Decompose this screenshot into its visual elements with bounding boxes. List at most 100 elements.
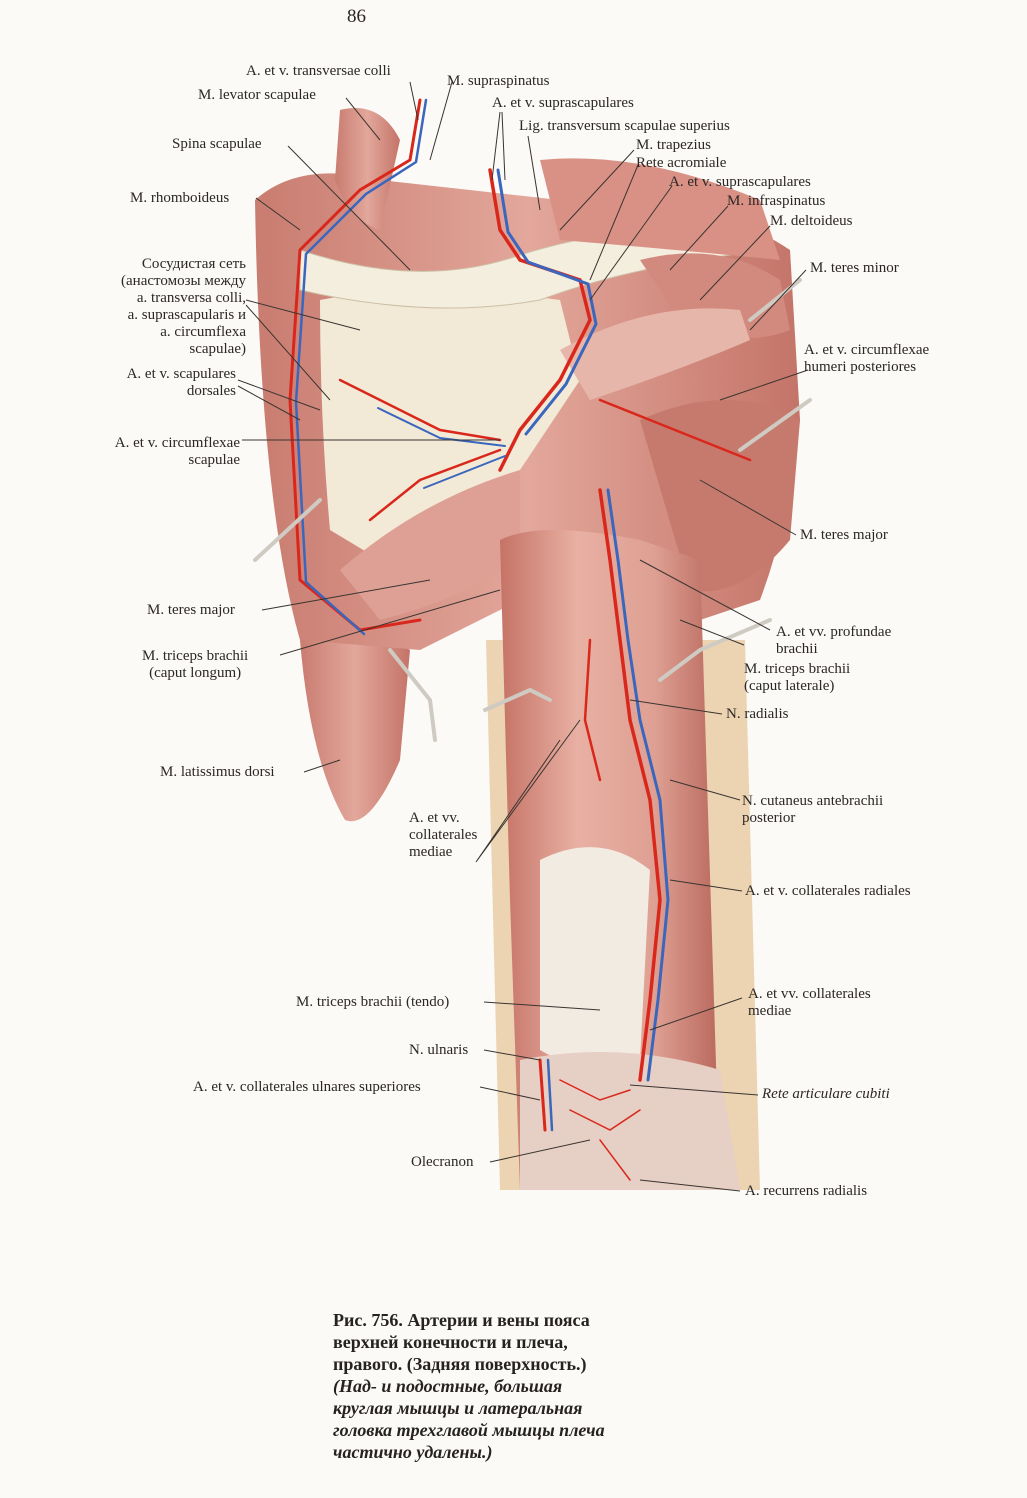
collat-mediae-left-line-3: mediae <box>409 844 453 860</box>
leader-teres-major-right <box>699 479 797 536</box>
leader-olecranon <box>489 1139 591 1163</box>
label-triceps-tendo: M. triceps brachii (tendo) <box>296 994 450 1010</box>
leader-profundae <box>639 559 771 631</box>
label-triceps-laterale: M. triceps brachii (caput laterale) <box>744 661 850 695</box>
triceps-tendon <box>540 847 650 1068</box>
leader-collat-mediae-right <box>649 997 743 1031</box>
label-rhomboideus: M. rhomboideus <box>130 190 230 206</box>
teres-major-muscle-right <box>640 400 800 592</box>
label-teres-minor: M. teres minor <box>810 260 899 276</box>
circumflexae-humeri-line-1: A. et v. circumflexae <box>804 342 930 358</box>
label-suprascapulares-top: A. et v. suprascapulares <box>492 95 634 111</box>
label-suprascapulares-mid: A. et v. suprascapulares <box>669 174 811 190</box>
leader-levator <box>345 97 381 141</box>
leader-rete-articulare <box>629 1084 759 1096</box>
vessel-rete-articulare <box>559 1079 641 1181</box>
triceps-longum-line-1: M. triceps brachii <box>142 648 249 664</box>
label-levator-scapulae: M. levator scapulae <box>198 87 316 103</box>
caption-line-1: Рис. 756. Артерии и вены пояса <box>333 1310 590 1330</box>
leader-lig <box>527 135 541 211</box>
label-transversae-colli: A. et v. transversae colli <box>246 63 391 79</box>
label-trapezius: M. trapezius <box>636 137 711 153</box>
leader-triceps-longum <box>279 589 501 656</box>
leader-tendo <box>483 1001 601 1011</box>
caption-line-2: верхней конечности и плеча, <box>333 1332 568 1352</box>
label-teres-major-left: M. teres major <box>147 602 235 618</box>
leader-deltoideus <box>699 225 771 301</box>
retractor-arm-right <box>658 618 772 682</box>
leader-infraspinatus <box>669 205 729 271</box>
latissimus-dorsi-muscle <box>300 622 410 822</box>
leader-rete-acromiale <box>589 164 639 281</box>
leader-circumflexae-humeri <box>719 369 809 401</box>
leader-latissimus <box>303 759 341 773</box>
vascular-net-line-1: Сосудистая сеть <box>141 256 246 272</box>
vascular-net-line-6: scapulae) <box>189 341 246 357</box>
leader-vascular-net <box>245 299 361 401</box>
vessel-artery-suprascapularis <box>488 168 592 472</box>
vascular-net-line-4: a. suprascapularis и <box>127 307 246 323</box>
label-scapulares-dorsales: A. et v. scapulares dorsales <box>60 366 236 400</box>
trapezius-muscle <box>540 158 780 260</box>
vessel-vein-collateralis-ulnaris <box>546 1058 554 1132</box>
leader-recurrens <box>639 1179 741 1192</box>
vessel-artery-circumflexa-humeri <box>598 398 752 462</box>
vascular-net-line-3: a. transversa colli, <box>136 290 246 306</box>
triceps-laterale-line-1: M. triceps brachii <box>744 661 851 677</box>
triceps-laterale-line-2: (caput laterale) <box>744 678 835 694</box>
leader-collat-ulnares <box>479 1086 541 1101</box>
label-n-radialis: N. radialis <box>726 706 789 722</box>
label-circumflexae-scapulae: A. et v. circumflexae scapulae <box>60 435 240 469</box>
leader-trapezius <box>559 149 635 231</box>
leader-transversae-colli <box>409 81 419 121</box>
vascular-net-line-5: a. circumflexa <box>160 324 246 340</box>
label-olecranon: Olecranon <box>411 1154 474 1170</box>
leader-collat-radiales <box>669 879 743 892</box>
leader-spina <box>287 145 411 271</box>
label-n-ulnaris: N. ulnaris <box>409 1042 469 1058</box>
leader-teres-minor <box>749 269 807 331</box>
label-circumflexae-humeri: A. et v. circumflexae humeri posteriores <box>804 342 929 376</box>
label-rete-articulare: Rete articulare cubiti <box>762 1086 890 1102</box>
circumflexae-scapulae-line-2: scapulae <box>188 452 240 468</box>
label-teres-major-right: M. teres major <box>800 527 888 543</box>
retractor-top-right <box>748 278 802 322</box>
collat-mediae-left-line-2: collaterales <box>409 827 478 843</box>
scapula-bone <box>320 290 580 560</box>
retractor-bottom-left <box>388 648 437 742</box>
vessel-artery-profunda-brachii <box>598 488 662 1082</box>
label-profundae-brachii: A. et vv. profundae brachii <box>776 624 891 658</box>
triceps-longum-line-2: (caput longum) <box>149 665 242 681</box>
caption-note-line-1: (Над- и подостные, большая <box>333 1376 563 1396</box>
label-triceps-longum: M. triceps brachii (caput longum) <box>142 648 248 682</box>
label-collaterales-radiales: A. et v. collaterales radiales <box>745 883 911 899</box>
vessel-vein-transversa-colli <box>294 98 428 636</box>
vessel-artery-collateralis-media <box>583 638 602 782</box>
page-number: 86 <box>347 6 366 27</box>
caption-line-3: правого. (Задняя поверхность.) <box>333 1354 587 1374</box>
leader-ulnaris <box>483 1049 541 1061</box>
leader-rhomboideus <box>255 197 301 231</box>
leader-scapulares-dorsales <box>237 379 321 421</box>
leader-radialis <box>629 699 723 715</box>
circumflexae-scapulae-line-1: A. et v. circumflexae <box>114 435 240 451</box>
label-rete-acromiale: Rete acromiale <box>636 155 727 171</box>
label-latissimus-dorsi: M. latissimus dorsi <box>160 764 275 780</box>
label-vascular-net: Сосудистая сеть (анастомозы между a. tra… <box>60 256 246 358</box>
teres-minor-muscle <box>560 308 750 400</box>
label-collaterales-mediae-left: A. et vv. collaterales mediae <box>409 810 477 861</box>
label-recurrens-radialis: A. recurrens radialis <box>745 1183 868 1199</box>
cutaneus-line-1: N. cutaneus antebrachii <box>742 793 884 809</box>
label-collaterales-ulnares: A. et v. collaterales ulnares superiores <box>193 1079 421 1095</box>
label-supraspinatus: M. supraspinatus <box>447 73 550 89</box>
figure-caption: Рис. 756. Артерии и вены пояса верхней к… <box>333 1309 753 1463</box>
leader-cutaneus <box>669 779 741 801</box>
scapulares-dorsales-line-2: dorsales <box>186 383 236 399</box>
retractor-arm-left <box>483 687 552 712</box>
profundae-line-1: A. et vv. profundae <box>776 624 892 640</box>
label-lig-transversum: Lig. transversum scapulae superius <box>519 118 730 134</box>
profundae-line-2: brachii <box>776 641 818 657</box>
caption-note-line-2: круглая мышцы и латеральная <box>333 1398 583 1418</box>
retractor-left <box>253 498 322 562</box>
